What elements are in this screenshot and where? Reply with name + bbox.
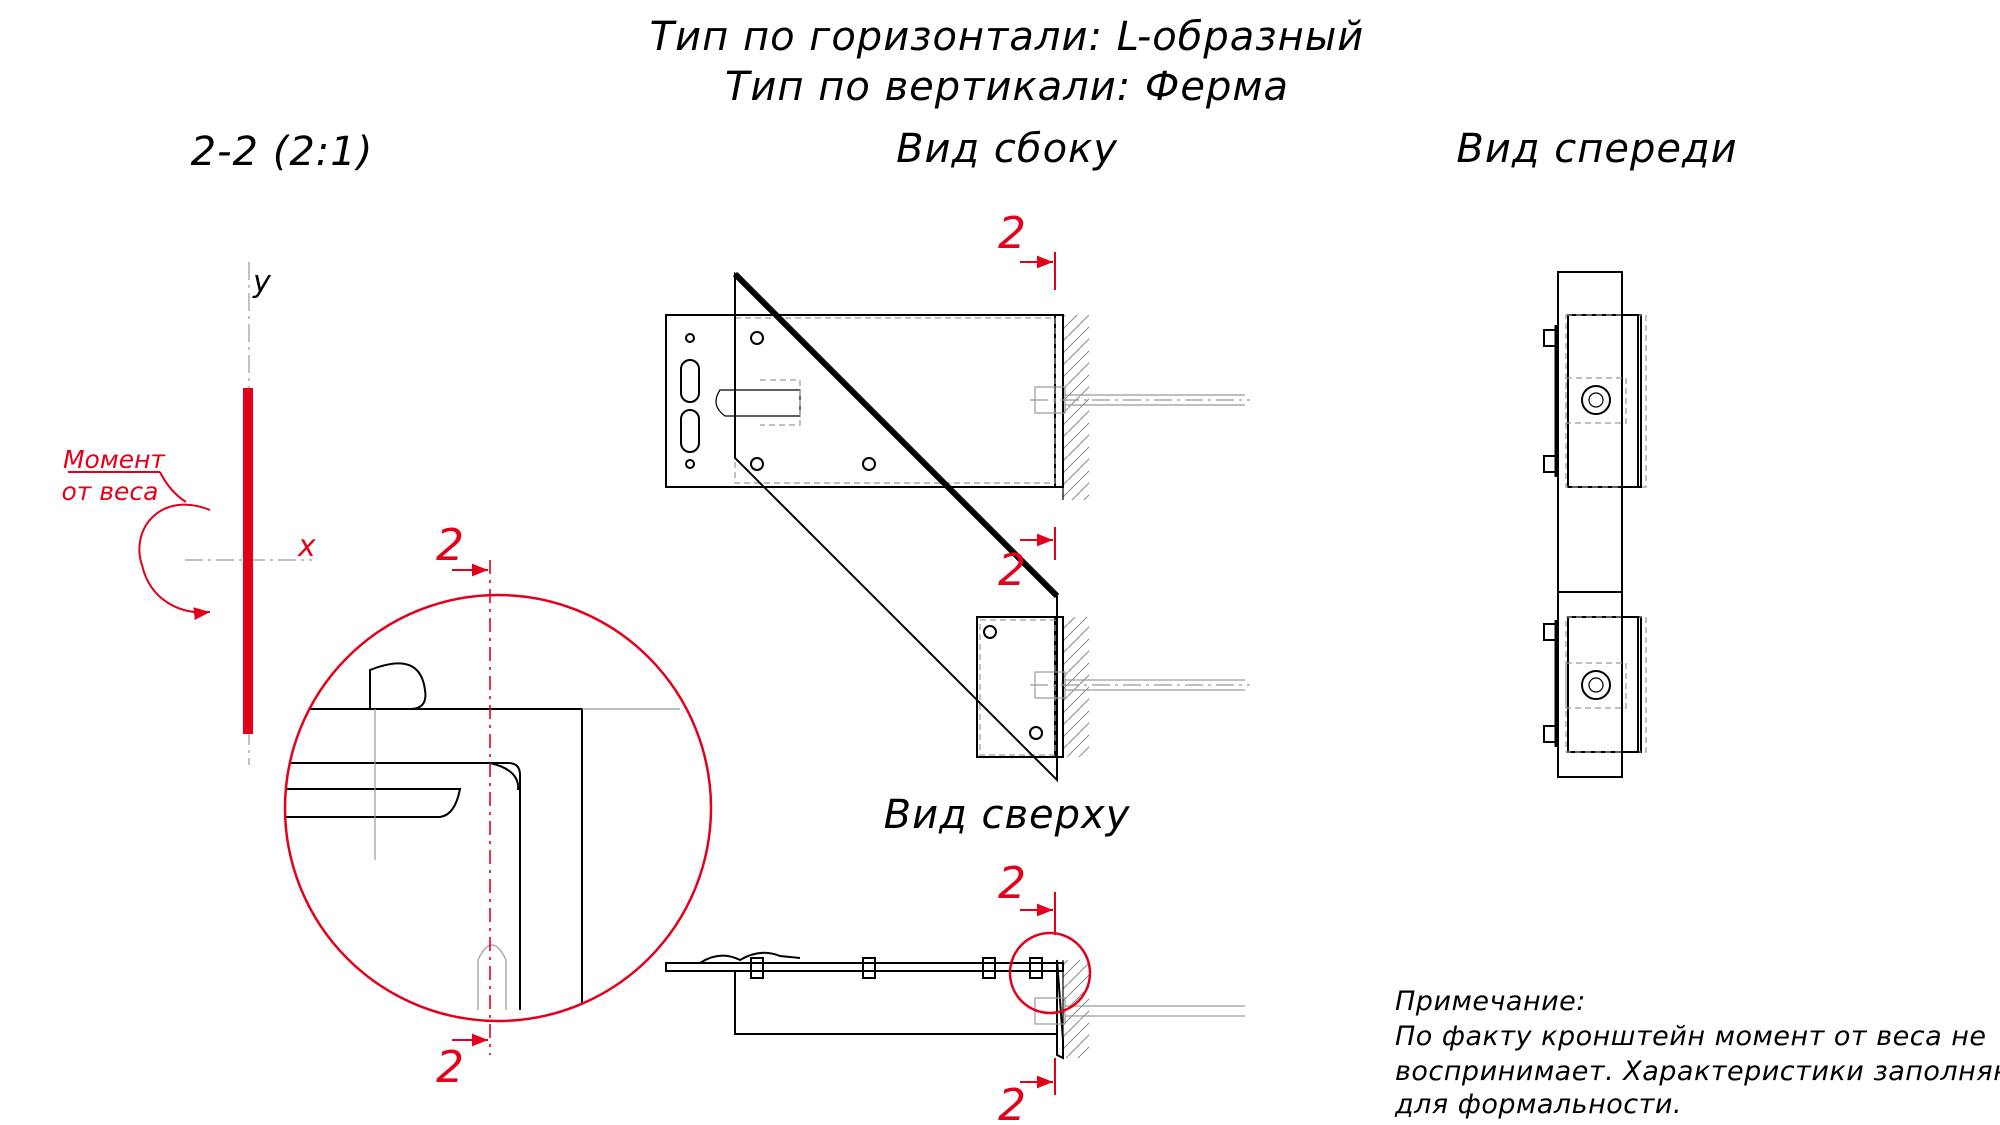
inner-fillet [489, 762, 520, 791]
wall-hatch-upper [1063, 315, 1089, 500]
front-anchor-hole-upper [1588, 392, 1604, 408]
front-lower-hidden [1565, 616, 1647, 753]
top-section-mark-bottom: 2 [998, 1080, 1026, 1125]
profile-cross-section [243, 388, 253, 734]
top-detail-circle [1008, 931, 1092, 1015]
front-bolt-1 [1543, 329, 1557, 347]
bolt-head [369, 662, 427, 710]
front-anchor-washer-upper [1581, 385, 1611, 415]
top-view: 2 2 [665, 858, 1245, 1125]
hole-small-2 [685, 459, 695, 469]
moment-leader [159, 471, 187, 503]
top-flange [1056, 959, 1064, 1060]
profile-inner-edge [285, 762, 521, 1010]
label-side-view: Вид сбоку [896, 126, 1118, 172]
bolt-lower-left [750, 457, 764, 471]
note-block: Примечание: По факту кронштейн момент от… [1394, 986, 2000, 1120]
front-anchor-upper [1565, 377, 1627, 424]
pin-body [715, 389, 801, 417]
lower-bolt-hole [477, 944, 507, 1010]
front-upper-hidden [1565, 314, 1647, 488]
lower-hidden-outline [979, 619, 1056, 756]
upper-wall-plate [665, 314, 1064, 488]
front-upper-flange [1621, 314, 1639, 488]
side-section-mark-top: 2 [998, 208, 1026, 259]
front-upper-plate [1567, 314, 1642, 488]
section-2-2-view: y x Момент от веса [62, 262, 316, 765]
top-bolt-3 [982, 957, 996, 979]
side-view: 2 2 [665, 208, 1250, 783]
slot-lower [680, 409, 700, 453]
front-anchor-hole-lower [1588, 677, 1604, 693]
note-line-3: для формальности. [1394, 1089, 1682, 1120]
top-bolt-2 [862, 957, 876, 979]
title-horizontal-type: Тип по горизонтали: L-образный [650, 14, 1365, 60]
front-anchor-lower [1565, 662, 1627, 709]
top-section-mark-top: 2 [998, 858, 1026, 909]
top-bolt-4 [1029, 957, 1043, 979]
side-section-mark-bottom: 2 [998, 545, 1026, 596]
top-truss-body [734, 970, 1058, 1035]
diagonal-truss [734, 271, 1058, 783]
note-line-1: По факту кронштейн момент от веса не [1395, 1021, 1987, 1052]
top-plate [665, 962, 1064, 972]
bolt-lower-plate-top [983, 625, 997, 639]
moment-label-line1: Момент [63, 445, 166, 474]
top-pin [699, 951, 801, 964]
top-bolt-1 [750, 957, 764, 979]
label-section-2-2: 2-2 (2:1) [191, 129, 374, 175]
truss-top-edge [732, 271, 1060, 599]
truss-front-profile [1557, 271, 1623, 778]
lower-wall-plate [976, 616, 1064, 758]
moment-arrow [138, 503, 211, 620]
slot-upper [680, 359, 700, 403]
pin-hidden [760, 379, 801, 426]
section-mark-top: 2 [436, 520, 464, 571]
title-vertical-type: Тип по вертикали: Ферма [725, 64, 1289, 110]
label-top-view: Вид сверху [884, 792, 1131, 838]
anchor-upper [1030, 386, 1250, 414]
bolt-lower-plate-bottom [1029, 726, 1043, 740]
bolt-lower-mid [862, 457, 876, 471]
axis-x-label: x [297, 529, 316, 564]
axis-y-label: y [252, 265, 272, 300]
front-bolt-2 [1543, 455, 1557, 473]
hole-small-1 [685, 333, 695, 343]
front-lower-plate [1567, 616, 1642, 753]
note-line-2: воспринимает. Характеристики заполняются [1395, 1056, 2000, 1087]
front-lower-flange [1621, 616, 1639, 753]
upper-hidden-outline [734, 317, 1056, 484]
profile-outer-edge [285, 708, 583, 1010]
anchor-lower [1030, 671, 1250, 699]
section-mark-bottom: 2 [436, 1042, 464, 1093]
bolt-upper-left [750, 331, 764, 345]
label-front-view: Вид спереди [1456, 126, 1737, 172]
detail-circle [283, 593, 713, 1023]
detail-zoom-view: 2 2 [283, 520, 713, 1093]
wall-hatch-lower [1063, 617, 1089, 757]
front-view [1543, 271, 1647, 778]
front-bolt-3 [1543, 623, 1557, 641]
flange-lip [285, 788, 462, 818]
note-heading: Примечание: [1395, 986, 1586, 1017]
front-anchor-washer-lower [1581, 670, 1611, 700]
front-bolt-4 [1543, 725, 1557, 743]
moment-label-line2: от веса [62, 477, 159, 506]
